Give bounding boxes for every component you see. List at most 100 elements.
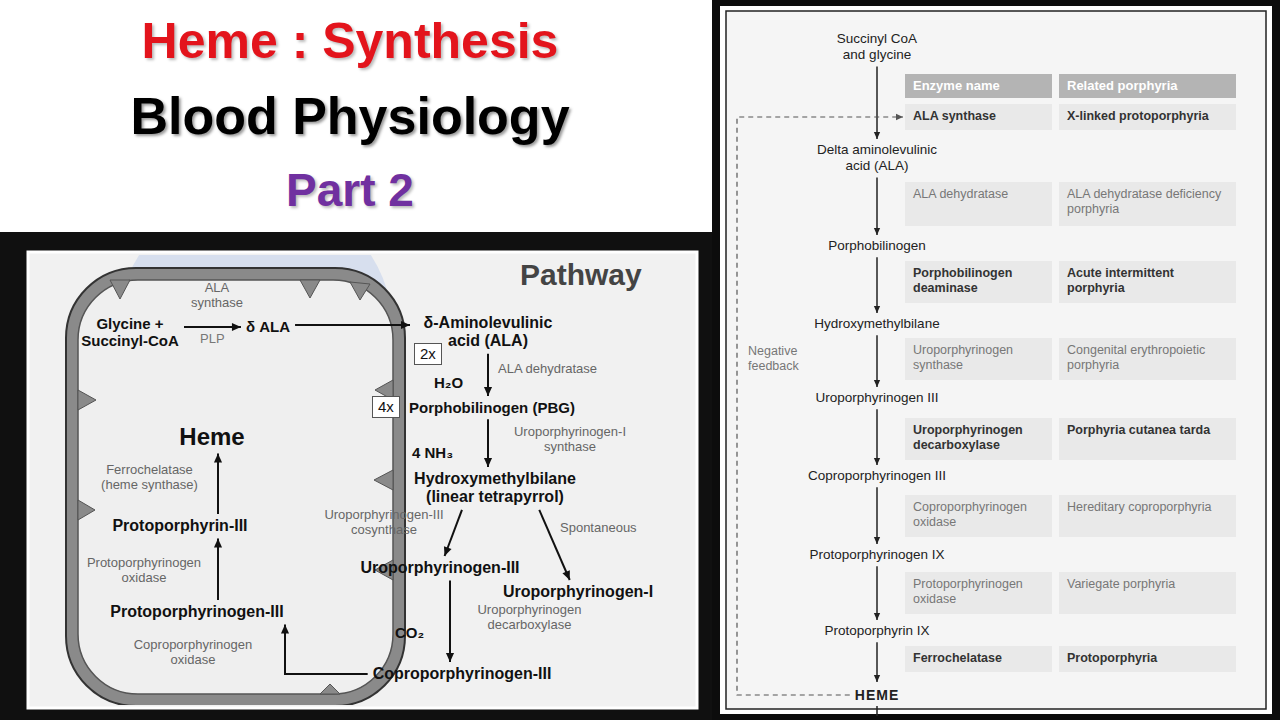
node-text: Coproporphyrinogen oxidase — [913, 500, 1044, 530]
diagram-label: H₂O — [434, 374, 463, 391]
node-text: Protoporphyrinogen IX — [809, 547, 944, 563]
multiplier-box: 2x — [414, 343, 442, 365]
arrow-head — [232, 323, 241, 331]
dark-frame — [0, 232, 712, 720]
crista — [300, 280, 320, 298]
edge-label: ALA synthase — [186, 281, 248, 311]
node-text: Uroporphyrinogen synthase — [913, 343, 1044, 373]
edge-label: Ferrochelatase (heme synthase) — [92, 463, 207, 493]
table-cell: Porphyria cutanea tarda — [1059, 418, 1236, 460]
node-text: Hereditary coproporphyria — [1067, 500, 1228, 515]
node-text: Uroporphyrinogen-III — [360, 559, 519, 577]
right-panel — [726, 11, 1266, 709]
molecule-node: Uroporphyrinogen III — [812, 389, 941, 407]
node-text: Hydroxymethylbilane (linear tetrapyrrol) — [406, 470, 584, 507]
table-cell: Protoporphyria — [1059, 646, 1236, 672]
molecule-node: Delta aminolevulinic acid (ALA) — [807, 141, 947, 175]
node-text: ALA dehydratase — [913, 187, 1044, 202]
arrow-head — [874, 613, 880, 620]
subtitle: Blood Physiology — [0, 86, 700, 146]
node-text: X-linked protoporphyria — [1067, 109, 1228, 124]
arrow-head — [281, 624, 289, 633]
molecule-node: Protoporphyrinogen IX — [806, 546, 947, 564]
node-text: Protoporphyrinogen-III — [110, 603, 283, 621]
subtitle: Part 2 — [0, 163, 700, 217]
crista — [78, 390, 96, 410]
diagram-label: Pathway — [520, 258, 642, 292]
crista — [350, 282, 370, 300]
diagram-label: CO₂ — [395, 624, 424, 641]
node-text: Porphobilinogen deaminase — [913, 266, 1044, 296]
arrow-head — [874, 675, 880, 682]
molecule-node: Protoporphyrinogen-III — [107, 602, 286, 622]
connector — [876, 487, 878, 544]
node-text: Protoporphyrin IX — [824, 623, 929, 639]
node-text: Hydroxymethylbilane — [814, 316, 939, 332]
table-cell: X-linked protoporphyria — [1059, 104, 1236, 130]
connector — [445, 510, 462, 556]
arrow-head — [874, 537, 880, 544]
node-text: Porphobilinogen (PBG) — [409, 399, 575, 416]
table-header: Enzyme name — [905, 74, 1052, 98]
molecule-node: Glycine + Succinyl-CoA — [78, 314, 182, 351]
connector — [449, 580, 451, 662]
multiplier-box: 4x — [372, 396, 400, 418]
cristae — [78, 280, 393, 694]
node-text: Enzyme name — [913, 78, 1044, 94]
connector — [876, 335, 878, 387]
table-cell: Acute intermittent porphyria — [1059, 261, 1236, 303]
table-cell: Uroporphyrinogen decarboxylase — [905, 418, 1052, 460]
table-cell: Coproporphyrinogen oxidase — [905, 495, 1052, 537]
molecule-node: Hydroxymethylbilane — [811, 315, 942, 333]
node-text: δ ALA — [246, 318, 290, 335]
node-text: HEME — [855, 686, 899, 704]
connector — [876, 177, 878, 235]
edge-label: Uroporphyrinogen-I synthase — [505, 425, 635, 455]
molecule-node: Coproporphyrinogen III — [805, 467, 949, 485]
pathway-panel — [28, 252, 697, 708]
arrow-head — [446, 653, 454, 662]
table-cell: Ferrochelatase — [905, 646, 1052, 672]
molecule-node: δ ALA — [243, 317, 293, 336]
table-cell: ALA dehydratase deficiency porphyria — [1059, 182, 1236, 226]
diagram-label: 4 NH₃ — [412, 444, 453, 461]
table-cell: Uroporphyrinogen synthase — [905, 338, 1052, 380]
crista — [110, 280, 130, 299]
node-text: Protoporphyria — [1067, 651, 1228, 666]
node-text: Uroporphyrinogen-I — [503, 583, 653, 601]
molecule-node: Porphobilinogen (PBG) — [406, 398, 578, 417]
arrow-head — [874, 306, 880, 313]
node-text: Succinyl CoA and glycine — [830, 31, 924, 63]
arrow-head — [484, 458, 492, 467]
crista — [320, 684, 340, 694]
node-text: Congenital erythropoietic porphyria — [1067, 343, 1228, 373]
table-cell: ALA synthase — [905, 104, 1052, 130]
molecule-node: Succinyl CoA and glycine — [827, 30, 927, 64]
arrow-head — [484, 387, 492, 396]
node-text: Uroporphyrinogen decarboxylase — [913, 423, 1044, 453]
molecule-node: Uroporphyrinogen-I — [500, 582, 656, 602]
edge-label: Negative feedback — [748, 344, 810, 374]
molecule-node: Uroporphyrinogen-III — [357, 558, 522, 578]
molecule-node: Coproporphyrinogen-III — [370, 664, 555, 684]
connector — [876, 409, 878, 465]
table-cell: ALA dehydratase — [905, 182, 1052, 226]
connector — [285, 624, 368, 674]
node-text: Heme — [179, 423, 244, 451]
node-text: 4x — [378, 398, 394, 416]
connector — [737, 117, 903, 695]
molecule-node: Protoporphyrin-III — [109, 516, 250, 536]
edge-label: ALA dehydratase — [498, 362, 597, 377]
molecule-node: Heme — [176, 422, 247, 452]
node-text: Ferrochelatase — [913, 651, 1044, 666]
crista — [78, 500, 95, 520]
edge-label: Uroporphyrinogen decarboxylase — [462, 603, 597, 633]
node-text: Porphyria cutanea tarda — [1067, 423, 1228, 438]
table-cell: Hereditary coproporphyria — [1059, 495, 1236, 537]
arrow-head — [444, 546, 452, 556]
main-title: Heme : Synthesis — [0, 12, 700, 70]
arrow-head — [874, 132, 880, 139]
node-text: Variegate porphyria — [1067, 577, 1228, 592]
table-cell: Protoporphyrinogen oxidase — [905, 572, 1052, 614]
